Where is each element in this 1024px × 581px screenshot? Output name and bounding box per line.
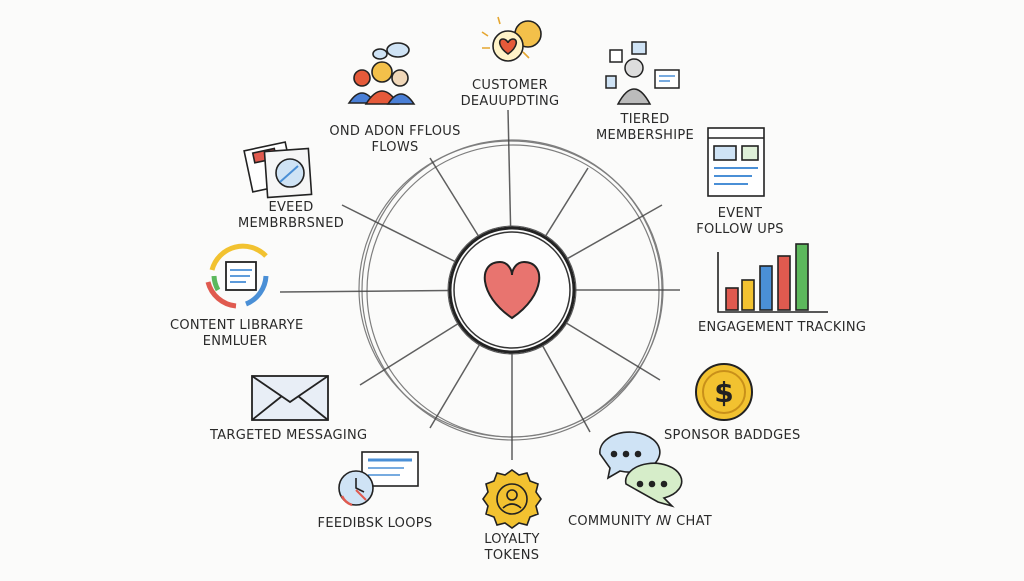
people-group-icon xyxy=(347,42,416,105)
chat-bubbles-icon xyxy=(599,431,683,508)
heart-icon xyxy=(483,260,541,320)
node-label-sponsor: SPONSOR BADDGES xyxy=(664,428,801,443)
refresh-doc-icon xyxy=(205,243,269,309)
hub-node xyxy=(447,225,577,355)
spoke-event xyxy=(567,204,663,260)
token-badge-icon xyxy=(482,469,542,529)
spoke-tiered xyxy=(545,167,589,237)
spoke-content xyxy=(279,289,449,293)
spoke-feedback xyxy=(429,344,480,429)
node-label-engagement: ENGAGEMENT TRACKING xyxy=(698,320,867,335)
browser-window-icon xyxy=(707,127,765,197)
node-label-feedback: FEEDIBSK LOOPS xyxy=(317,516,433,531)
spoke-onboarding xyxy=(429,157,479,237)
node-label-community: COMMUNITY ꟿ CHAT xyxy=(568,514,713,529)
feedback-clock-icon xyxy=(338,451,419,507)
dollar-coin-icon: $ xyxy=(695,363,753,421)
spoke-messaging xyxy=(359,323,459,386)
spokes xyxy=(279,109,680,460)
presenter-icon xyxy=(605,41,680,105)
spoke-customer xyxy=(507,109,512,227)
svg-text:$: $ xyxy=(714,376,733,409)
heart-bulb-icon xyxy=(481,16,542,62)
documents-icon xyxy=(243,141,313,199)
spoke-community xyxy=(542,345,591,433)
spoke-membership xyxy=(341,204,456,263)
bar-chart-icon xyxy=(717,243,828,313)
envelope-icon xyxy=(251,375,329,421)
spoke-sponsor xyxy=(566,322,661,381)
node-label-messaging: TARGETED MESSAGING xyxy=(210,428,368,443)
